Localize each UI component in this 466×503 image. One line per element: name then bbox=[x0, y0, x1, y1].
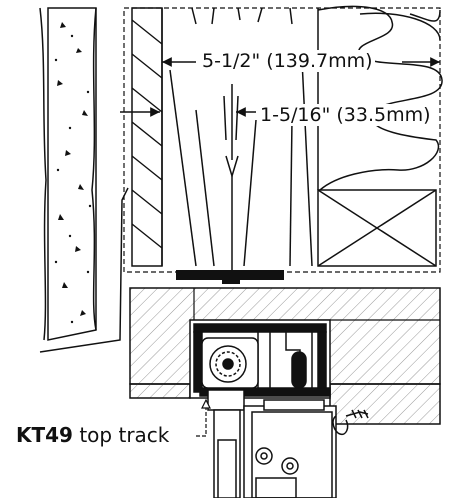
track-model: KT49 bbox=[16, 423, 73, 447]
insulation bbox=[317, 5, 443, 191]
blocking bbox=[317, 189, 437, 267]
concrete-speckle bbox=[54, 22, 92, 324]
seal-brush bbox=[332, 409, 369, 436]
header-beam bbox=[161, 7, 319, 276]
hanger-stem bbox=[213, 409, 241, 499]
center-offset-dimension: 1-5/16" (33.5mm) bbox=[258, 104, 433, 126]
callout-leader bbox=[196, 398, 211, 437]
track-callout: KT49 top track bbox=[16, 423, 169, 447]
wall-section bbox=[39, 7, 129, 353]
track-description: top track bbox=[72, 423, 170, 447]
fastener bbox=[222, 278, 240, 284]
mounting-plate bbox=[176, 270, 284, 280]
roller-carriage bbox=[201, 337, 259, 411]
door-panel bbox=[243, 399, 337, 499]
overall-width-dimension: 5-1/2" (139.7mm) bbox=[200, 50, 375, 72]
stud-frame bbox=[123, 7, 441, 273]
dimension-offset bbox=[120, 100, 256, 124]
